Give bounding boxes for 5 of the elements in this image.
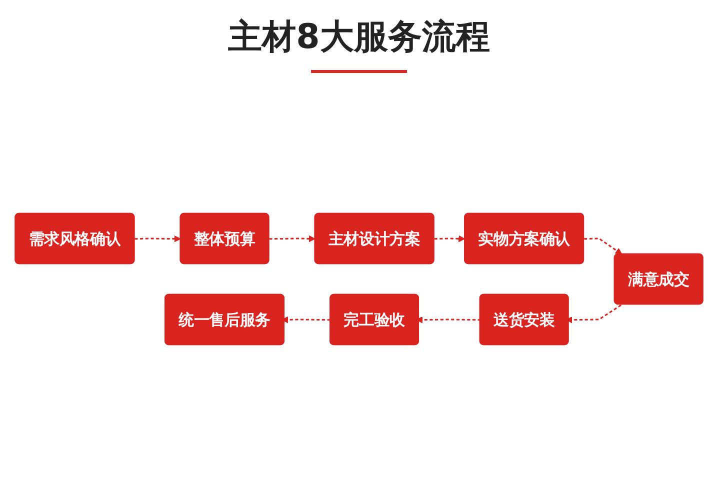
arrow: [584, 238, 622, 254]
arrow: [134, 235, 181, 242]
diagram-title: 主材8大服务流程: [227, 16, 491, 59]
arrow: [434, 235, 466, 242]
arrow: [269, 235, 316, 242]
